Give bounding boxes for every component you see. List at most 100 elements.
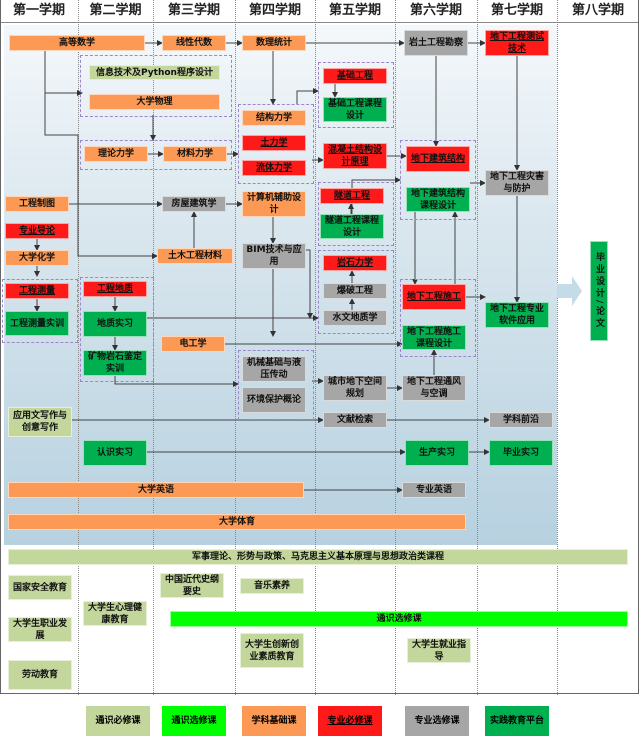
arrow [44, 51, 83, 96]
course-bysx[interactable]: 毕业实习 [489, 440, 553, 466]
semester-header: 第三学期 [167, 3, 220, 18]
course-group [80, 277, 154, 382]
course-rssx[interactable]: 认识实习 [83, 440, 147, 466]
course-zgjds[interactable]: 中国近代史纲要史 [160, 573, 224, 598]
course-rjyy[interactable]: 地下工程专业软件应用 [485, 302, 549, 328]
course-tmcl[interactable]: 土木工程材料 [157, 248, 233, 264]
course-sgkc[interactable]: 地下工程施工课程设计 [402, 325, 466, 350]
semester-header: 第五学期 [328, 3, 381, 18]
course-gccl[interactable]: 工程测量 [5, 283, 69, 299]
course-ldjy[interactable]: 劳动教育 [8, 660, 72, 690]
semester-header: 第七学期 [490, 3, 543, 18]
semester-header: 第八学期 [571, 3, 624, 18]
semester-divider [395, 0, 396, 695]
course-cxcy[interactable]: 大学生创新创业素质教育 [240, 633, 304, 668]
course-cllx[interactable]: 材料力学 [163, 146, 227, 162]
course-bim[interactable]: BIM技术与应用 [242, 243, 306, 269]
course-wxjs[interactable]: 文献检索 [323, 412, 387, 428]
header-divider [0, 22, 639, 23]
course-zyyy[interactable]: 专业英语 [402, 482, 466, 498]
course-xljk[interactable]: 大学生心理健康教育 [83, 601, 147, 626]
semester-divider [78, 0, 79, 695]
course-tfkt[interactable]: 地下工程通风与空调 [402, 375, 466, 401]
semester-header: 第六学期 [409, 3, 462, 18]
course-group [80, 55, 232, 117]
semester-divider [557, 0, 558, 695]
course-ytgckc[interactable]: 岩土工程勘察 [404, 30, 468, 56]
semester-divider [315, 0, 316, 695]
course-ltlx[interactable]: 流体力学 [242, 160, 306, 176]
legend-item-olive: 通识必修课 [86, 706, 150, 736]
semester-header: 第一学期 [12, 3, 65, 18]
course-jxjc[interactable]: 机械基础与液压传动 [242, 356, 306, 382]
course-kwys[interactable]: 矿物岩石鉴定实训 [83, 350, 147, 376]
course-sltj[interactable]: 数理统计 [242, 35, 306, 51]
course-dxgccs[interactable]: 地下工程测试技术 [485, 30, 549, 56]
course-dxjz[interactable]: 地下建筑结构 [406, 146, 470, 172]
semester-divider [477, 0, 478, 695]
course-gcclsx[interactable]: 工程测量实训 [5, 311, 69, 336]
course-gczt[interactable]: 工程制图 [5, 196, 69, 212]
course-yywxz[interactable]: 应用文写作与创意写作 [8, 407, 72, 437]
course-xkqy[interactable]: 学科前沿 [489, 412, 553, 428]
course-gjaq[interactable]: 国家安全教育 [8, 575, 72, 600]
course-dzsx[interactable]: 地质实习 [83, 311, 147, 337]
course-jcgckc[interactable]: 基础工程课程设计 [323, 97, 387, 122]
semester-header: 第四学期 [248, 3, 301, 18]
course-jglx[interactable]: 结构力学 [242, 110, 306, 126]
course-group [318, 182, 394, 246]
big-arrow-icon [557, 276, 582, 306]
course-sdgc[interactable]: 隧道工程 [320, 188, 384, 204]
legend-item-lime: 通识选修课 [162, 706, 226, 736]
course-sdkc[interactable]: 隧道工程课程设计 [320, 214, 384, 239]
course-hnt[interactable]: 混凝土结构设计原理 [323, 143, 387, 169]
arrow [114, 376, 239, 387]
course-tlx[interactable]: 土力学 [242, 135, 306, 151]
legend-item-orange: 学科基础课 [242, 706, 306, 736]
course-group [318, 62, 394, 128]
course-xxjs[interactable]: 信息技术及Python程序设计 [89, 65, 220, 80]
course-zydl[interactable]: 专业导论 [5, 223, 69, 239]
course-zhfh[interactable]: 地下工程灾害与防护 [485, 170, 549, 196]
course-dgx[interactable]: 电工学 [161, 336, 225, 352]
course-bpgc[interactable]: 爆破工程 [323, 283, 387, 299]
legend-item-green: 实践教育平台 [485, 706, 549, 736]
course-dxty[interactable]: 大学体育 [8, 514, 466, 530]
course-dxwl[interactable]: 大学物理 [89, 94, 220, 110]
semester-header: 第二学期 [89, 3, 142, 18]
course-scsx[interactable]: 生产实习 [405, 440, 469, 466]
arrow [306, 249, 313, 319]
arrow [296, 88, 319, 104]
course-gcdz[interactable]: 工程地质 [83, 281, 147, 297]
course-jyzd[interactable]: 大学生就业指导 [407, 638, 471, 663]
semester-divider [235, 0, 236, 695]
course-jsj[interactable]: 计算机辅助设计 [242, 191, 306, 217]
course-group [318, 250, 394, 334]
course-cskj[interactable]: 城市地下空间规划 [323, 375, 387, 401]
course-dxhx[interactable]: 大学化学 [5, 250, 69, 266]
legend-item-red: 专业必修课 [318, 706, 382, 736]
course-tsxx[interactable]: 通识选修课 [170, 611, 628, 627]
course-dxyy[interactable]: 大学英语 [8, 482, 304, 498]
course-yyss[interactable]: 音乐素养 [240, 578, 304, 594]
course-swdz[interactable]: 水文地质学 [323, 310, 387, 326]
course-yslx[interactable]: 岩石力学 [323, 255, 387, 271]
course-fwjz[interactable]: 房屋建筑学 [162, 196, 226, 212]
arrow [44, 93, 158, 259]
course-dxsg[interactable]: 地下工程施工 [402, 284, 466, 310]
course-gdsx[interactable]: 高等数学 [9, 35, 145, 51]
course-group [238, 104, 314, 184]
course-group [2, 279, 78, 343]
course-group [80, 140, 232, 170]
course-dxjzkc[interactable]: 地下建筑结构课程设计 [406, 187, 470, 212]
course-jcgc[interactable]: 基础工程 [323, 68, 387, 84]
course-hjbh[interactable]: 环境保护概论 [242, 387, 306, 413]
course-zyfz[interactable]: 大学生职业发展 [8, 617, 72, 642]
course-jsll[interactable]: 军事理论、形势与政策、马克思主义基本原理与思想政治类课程 [8, 549, 628, 565]
course-xxds[interactable]: 线性代数 [162, 35, 226, 51]
course-lllx[interactable]: 理论力学 [84, 146, 148, 162]
course-bysj[interactable]: 毕业设计/论文 [590, 241, 608, 341]
legend-item-gray: 专业选修课 [405, 706, 469, 736]
